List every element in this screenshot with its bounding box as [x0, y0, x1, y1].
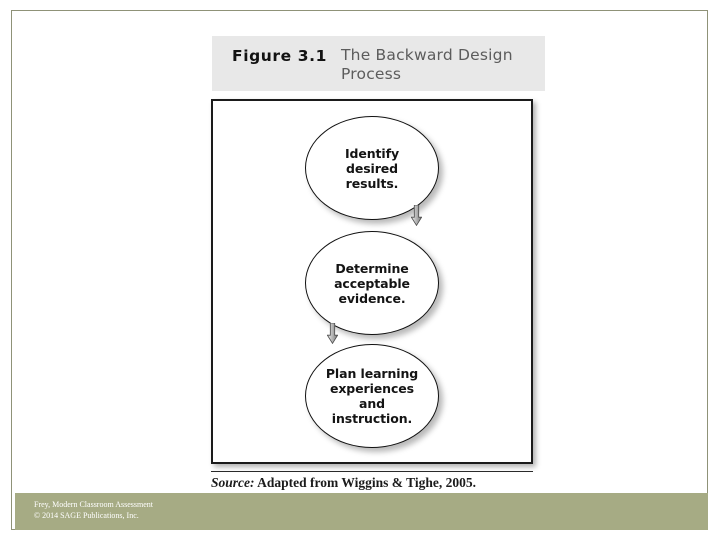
figure-caption-band: Figure 3.1 The Backward Design Process [212, 36, 545, 91]
source-label: Source: [211, 475, 255, 490]
flow-node-label: Determine acceptable evidence. [334, 260, 410, 306]
flow-node-label: Plan learning experiences and instructio… [325, 366, 419, 426]
down-arrow-icon [410, 204, 423, 227]
figure-image: Figure 3.1 The Backward Design Process I… [200, 25, 545, 490]
slide-footer-band: Frey, Modern Classroom Assessment © 2014… [15, 493, 708, 530]
source-citation: Adapted from Wiggins & Tighe, 2005. [254, 475, 477, 490]
flow-node-identify: Identify desired results. [305, 116, 439, 220]
slide-canvas: Figure 3.1 The Backward Design Process I… [11, 10, 708, 530]
source-divider [211, 471, 533, 472]
flow-node-label: Identify desired results. [344, 145, 400, 191]
flow-node-plan: Plan learning experiences and instructio… [305, 344, 439, 448]
footer-attribution: Frey, Modern Classroom Assessment © 2014… [34, 500, 154, 520]
source-line: Source: Adapted from Wiggins & Tighe, 20… [211, 475, 551, 491]
down-arrow-icon [326, 322, 339, 345]
diagram-frame: Identify desired results. Determine acce [211, 99, 533, 464]
figure-number: Figure 3.1 [232, 47, 328, 65]
figure-title: The Backward Design Process [341, 46, 513, 83]
flow-node-determine: Determine acceptable evidence. [305, 231, 439, 335]
